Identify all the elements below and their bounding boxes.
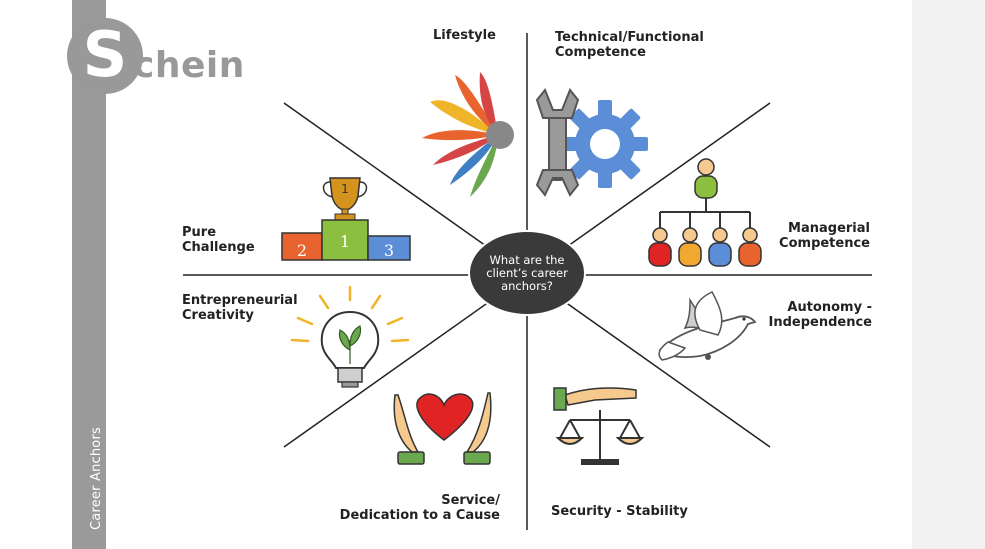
label-entrepreneurial-line-1: Entrepreneurial: [182, 293, 298, 308]
employee-figures: [649, 228, 761, 266]
right-cuff: [464, 452, 490, 464]
label-autonomy-line-1: Autonomy -: [760, 300, 872, 315]
label-technical-line-1: Technical/Functional: [555, 30, 704, 45]
hands-heart-icon: [394, 393, 491, 464]
manager-figure: [695, 159, 717, 198]
label-technical-functional: Technical/Functional Competence: [555, 30, 704, 60]
label-security-stability: Security - Stability: [551, 504, 688, 519]
label-pure-challenge-line-1: Pure: [182, 225, 255, 240]
left-hand-icon: [394, 395, 418, 452]
hand-scales-icon: [554, 388, 642, 464]
scales-icon: [558, 410, 642, 464]
hand-icon: [565, 388, 636, 405]
left-cuff: [398, 452, 424, 464]
hand-cuff: [554, 388, 566, 410]
podium-trophy-icon: 1 2 1 3: [282, 178, 410, 260]
podium-second-number: 2: [297, 241, 307, 260]
label-technical-line-2: Competence: [555, 45, 704, 60]
podium-third-number: 3: [384, 241, 394, 260]
wrench-gear-icon: [537, 90, 648, 195]
label-autonomy-line-2: Independence: [760, 315, 872, 330]
logo-initial: S: [83, 18, 128, 91]
label-service-line-2: Dedication to a Cause: [330, 508, 500, 523]
label-lifestyle: Lifestyle: [433, 28, 496, 43]
trophy-number: 1: [341, 182, 349, 196]
label-autonomy: Autonomy - Independence: [760, 300, 872, 330]
dove-icon: [659, 292, 755, 360]
center-question-line-3: anchors?: [472, 280, 582, 293]
podium-first-number: 1: [340, 232, 350, 251]
org-chart-icon: [649, 159, 761, 266]
logo-s-mark: S: [67, 18, 143, 94]
label-managerial-line-1: Managerial: [760, 221, 870, 236]
label-service-line-1: Service/: [330, 493, 500, 508]
heart-icon: [417, 394, 473, 440]
logo-text: chein: [133, 48, 245, 84]
label-pure-challenge: Pure Challenge: [182, 225, 255, 255]
feather-fan-icon: [422, 72, 514, 197]
label-entrepreneurial-line-2: Creativity: [182, 308, 298, 323]
center-question: What are the client’s career anchors?: [472, 254, 582, 293]
label-service: Service/ Dedication to a Cause: [330, 493, 500, 523]
trophy-icon: 1: [324, 178, 367, 220]
label-managerial-line-2: Competence: [760, 236, 870, 251]
label-managerial: Managerial Competence: [760, 221, 870, 251]
label-entrepreneurial: Entrepreneurial Creativity: [182, 293, 298, 323]
label-pure-challenge-line-2: Challenge: [182, 240, 255, 255]
